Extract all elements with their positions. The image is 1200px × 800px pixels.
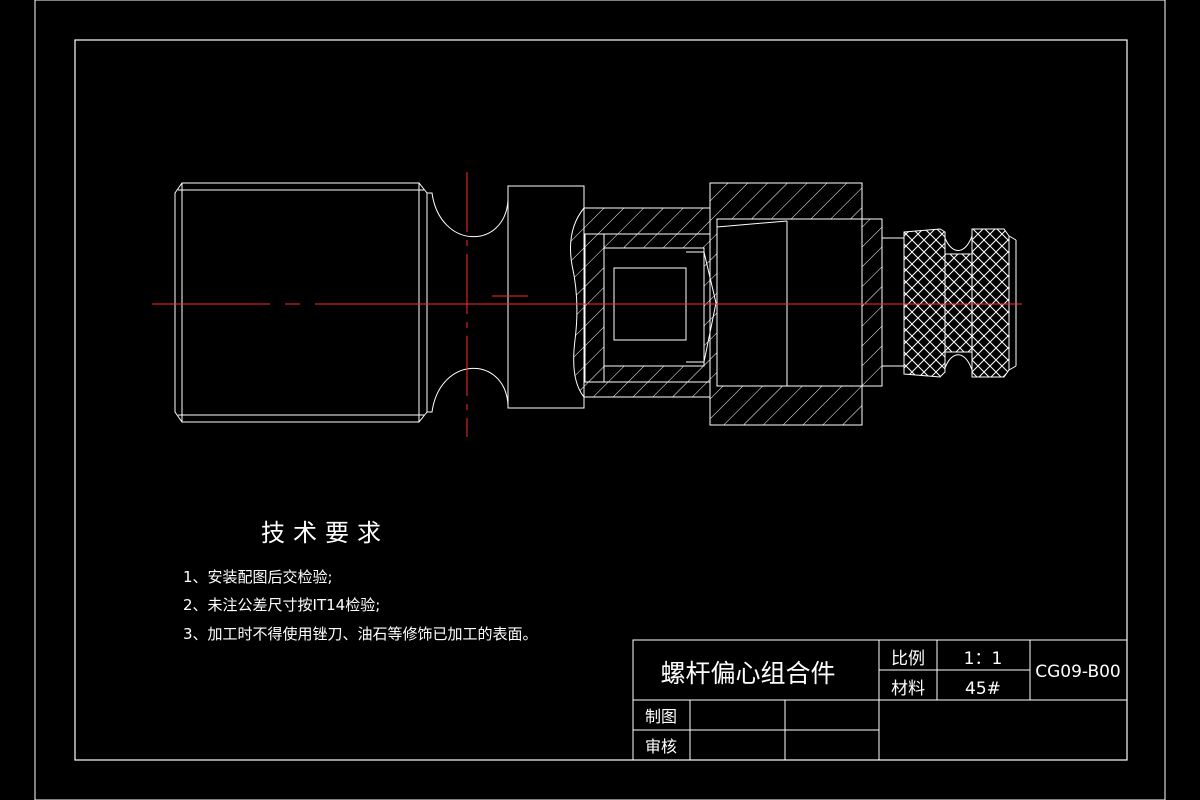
checked-by-label: 审核 <box>645 737 677 756</box>
drawing-number: CG09-B00 <box>1035 662 1121 682</box>
technical-requirements: 技术要求 1、安装配图后交检验; 2、未注公差尺寸按IT14检验; 3、加工时不… <box>183 519 538 643</box>
sheet-outer-border <box>34 0 1166 800</box>
drawn-by-label: 制图 <box>645 707 677 726</box>
threaded-shaft <box>174 182 428 423</box>
groove-neck-top <box>427 192 509 238</box>
knurled-knob <box>903 228 946 378</box>
part-name: 螺杆偏心组合件 <box>660 659 835 688</box>
knob-groove <box>944 235 973 251</box>
tech-requirement-1: 1、安装配图后交检验; <box>183 568 333 586</box>
spigot <box>881 237 905 367</box>
title-block-text: 螺杆偏心组合件 比例 1：1 材料 45# CG09-B00 制图 审核 <box>645 649 1121 756</box>
tech-requirements-heading: 技术要求 <box>261 519 389 547</box>
groove-neck-bottom <box>427 367 509 413</box>
part-drawing <box>174 182 1017 426</box>
tech-requirement-3: 3、加工时不得使用锉刀、油石等修饰已加工的表面。 <box>183 625 538 643</box>
scale-label: 比例 <box>891 649 925 669</box>
scale-value: 1：1 <box>964 649 1003 669</box>
center-lines <box>152 172 1022 437</box>
title-block <box>632 639 1128 761</box>
material-label: 材料 <box>891 679 925 699</box>
tech-requirement-2: 2、未注公差尺寸按IT14检验; <box>183 596 380 614</box>
eccentric-collar <box>507 185 585 409</box>
housing-bore <box>716 218 883 387</box>
drawing-frame <box>74 39 1128 761</box>
material-value: 45# <box>965 679 1001 699</box>
